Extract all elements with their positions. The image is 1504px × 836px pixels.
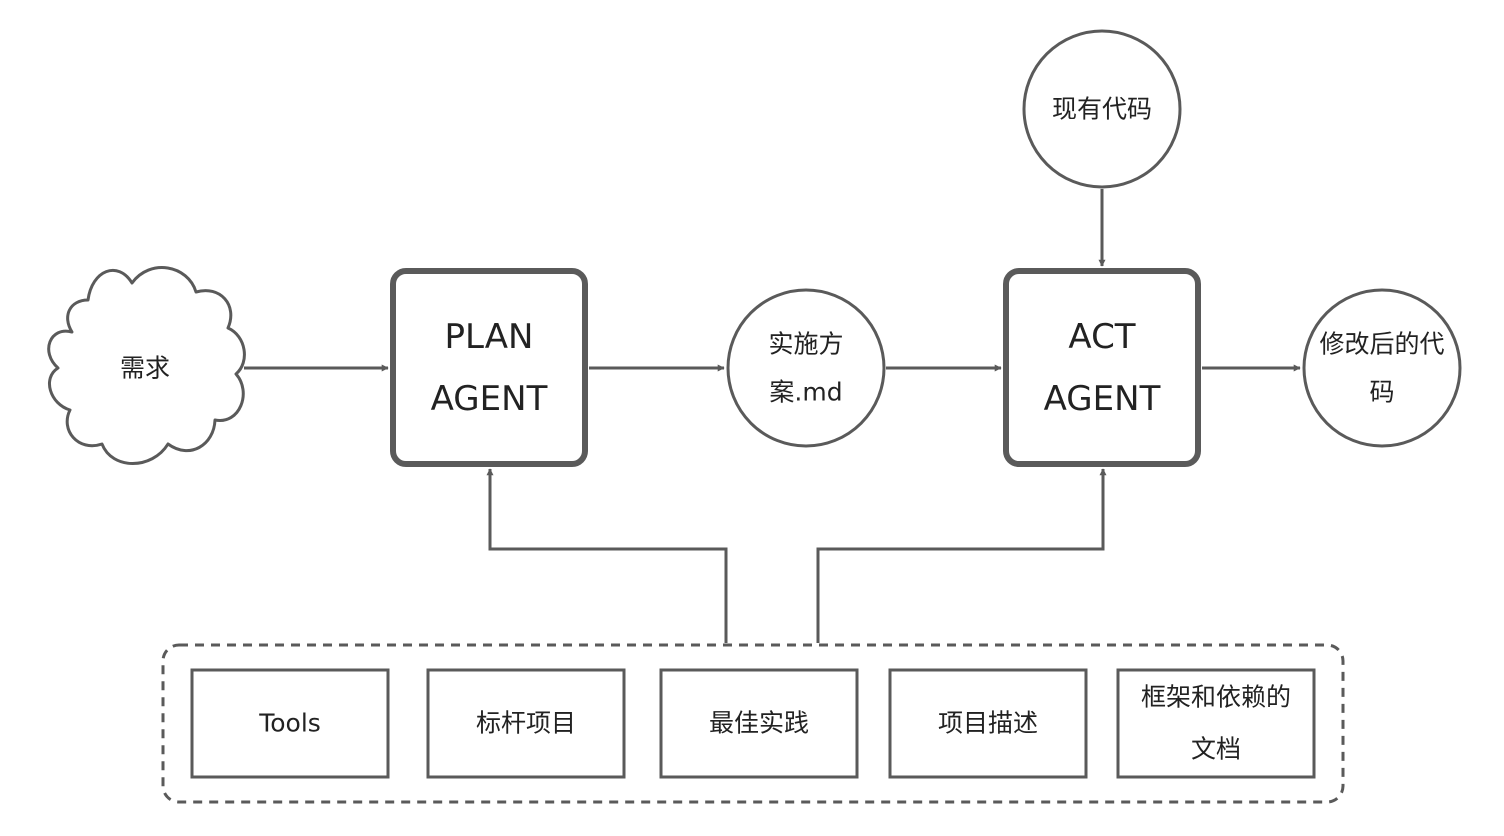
label-line: 码	[1369, 378, 1394, 407]
context-item-label: 项目描述	[938, 709, 1038, 738]
existing-code-node: 现有代码	[1022, 29, 1182, 189]
label-line: 框架和依赖的	[1141, 683, 1291, 712]
label-line: 标杆项目	[476, 709, 576, 738]
context-container	[161, 643, 1345, 804]
context-item-label: Tools	[258, 709, 321, 738]
plan-agent-label: PLAN AGENT	[431, 317, 548, 419]
label-line: 最佳实践	[709, 709, 809, 738]
label-line: 现有代码	[1052, 95, 1152, 124]
label-line: PLAN	[445, 317, 534, 357]
context-item-label: 标杆项目	[476, 709, 576, 738]
act-agent-label: ACT AGENT	[1044, 317, 1161, 419]
label-line: AGENT	[431, 379, 548, 419]
requirement-label: 需求	[120, 354, 170, 383]
existing-code-label: 现有代码	[1052, 95, 1152, 124]
label-line: 案.md	[769, 378, 842, 407]
plan-doc-label: 实施方案.md	[768, 330, 843, 407]
label-line: 需求	[120, 354, 170, 383]
requirement-cloud: 需求	[47, 266, 246, 465]
context-item-tools: Tools	[190, 668, 390, 779]
connectors	[244, 189, 1301, 643]
context-item-benchmark-projects: 标杆项目	[426, 668, 626, 779]
context-item-label: 最佳实践	[709, 709, 809, 738]
arrow-context-to-plan	[486, 468, 728, 643]
modified-code-node: 修改后的代码	[1302, 288, 1462, 448]
label-line: 修改后的代	[1319, 330, 1444, 359]
label-line: 实施方	[768, 330, 843, 359]
context-item-project-description: 项目描述	[888, 668, 1088, 779]
plan-agent-box: PLAN AGENT	[390, 268, 588, 467]
label-line: Tools	[258, 709, 321, 738]
context-item-framework-docs: 框架和依赖的文档	[1116, 668, 1316, 779]
plan-doc-node: 实施方案.md	[726, 288, 886, 448]
label-line: 文档	[1191, 735, 1241, 764]
label-line: AGENT	[1044, 379, 1161, 419]
act-agent-box: ACT AGENT	[1003, 268, 1201, 467]
label-line: 项目描述	[938, 709, 1038, 738]
context-item-best-practices: 最佳实践	[659, 668, 859, 779]
arrow-context-to-act	[816, 468, 1107, 643]
context-item-label: 框架和依赖的文档	[1141, 683, 1291, 764]
label-line: ACT	[1068, 317, 1135, 357]
modified-code-label: 修改后的代码	[1319, 330, 1444, 407]
